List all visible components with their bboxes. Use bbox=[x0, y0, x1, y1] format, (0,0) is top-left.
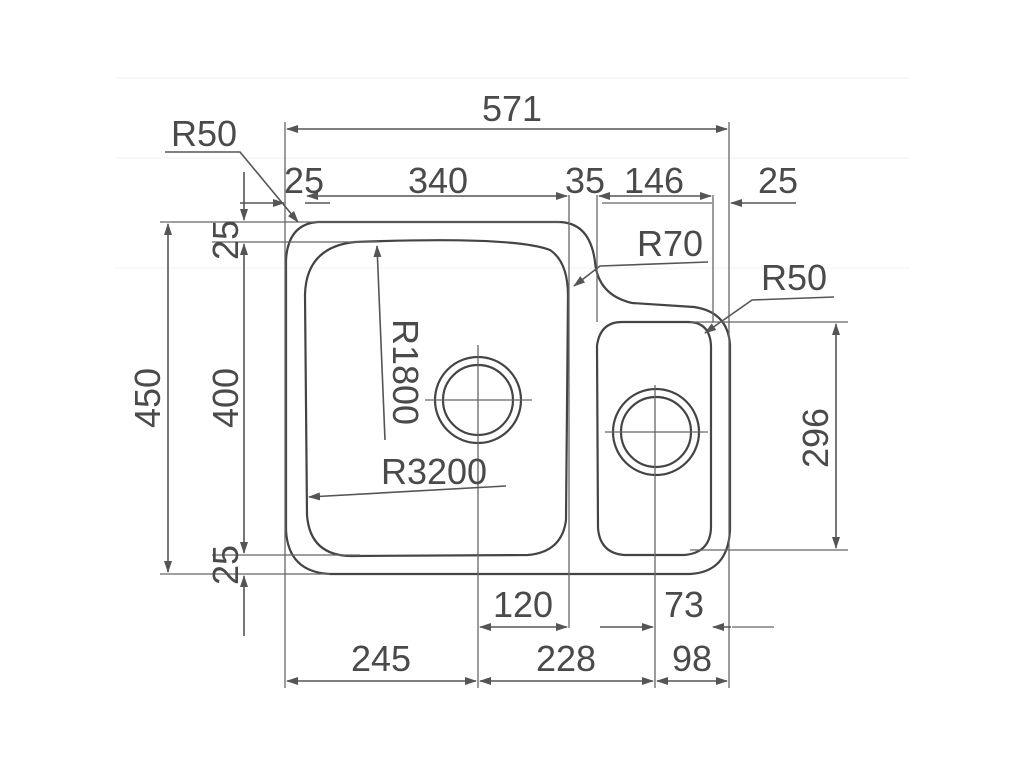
text-drain-pos-small: 98 bbox=[672, 638, 712, 679]
text-drain-offset-small: 73 bbox=[664, 584, 704, 625]
text-rim-right: 25 bbox=[758, 160, 798, 201]
radius-leaders bbox=[165, 151, 835, 501]
text-divider: 35 bbox=[565, 160, 605, 201]
text-small-height: 296 bbox=[795, 408, 836, 468]
text-main-bowl: 340 bbox=[408, 160, 468, 201]
text-radius-side: R1800 bbox=[385, 319, 426, 425]
text-overall-width: 571 bbox=[482, 88, 542, 129]
text-inner-height: 400 bbox=[205, 368, 246, 428]
leader-r1800 bbox=[373, 245, 386, 441]
text-radius-divider: R70 bbox=[637, 223, 703, 264]
text-radius-corner: R50 bbox=[171, 113, 237, 154]
extension-lines bbox=[160, 122, 848, 688]
leader-r50-small bbox=[704, 296, 835, 334]
text-drain-offset-main: 120 bbox=[493, 584, 553, 625]
text-overall-height: 450 bbox=[127, 368, 168, 428]
text-rim-top: 25 bbox=[205, 220, 246, 260]
text-drain-spacing: 228 bbox=[536, 638, 596, 679]
text-radius-bottom: R3200 bbox=[381, 451, 487, 492]
text-rim-left: 25 bbox=[284, 160, 324, 201]
leader-r70 bbox=[573, 261, 709, 287]
text-small-bowl: 146 bbox=[624, 160, 684, 201]
dimension-lines bbox=[164, 125, 840, 685]
text-radius-small: R50 bbox=[761, 257, 827, 298]
leader-r50-corner bbox=[165, 151, 299, 223]
text-rim-bottom: 25 bbox=[205, 545, 246, 585]
dimension-texts: 571 R50 25 340 35 146 25 R70 R50 25 450 … bbox=[127, 88, 836, 679]
outer-rim-outline bbox=[284, 220, 732, 576]
text-drain-pos-main: 245 bbox=[351, 638, 411, 679]
main-bowl-outline bbox=[303, 239, 570, 558]
leader-r3200 bbox=[308, 485, 507, 501]
